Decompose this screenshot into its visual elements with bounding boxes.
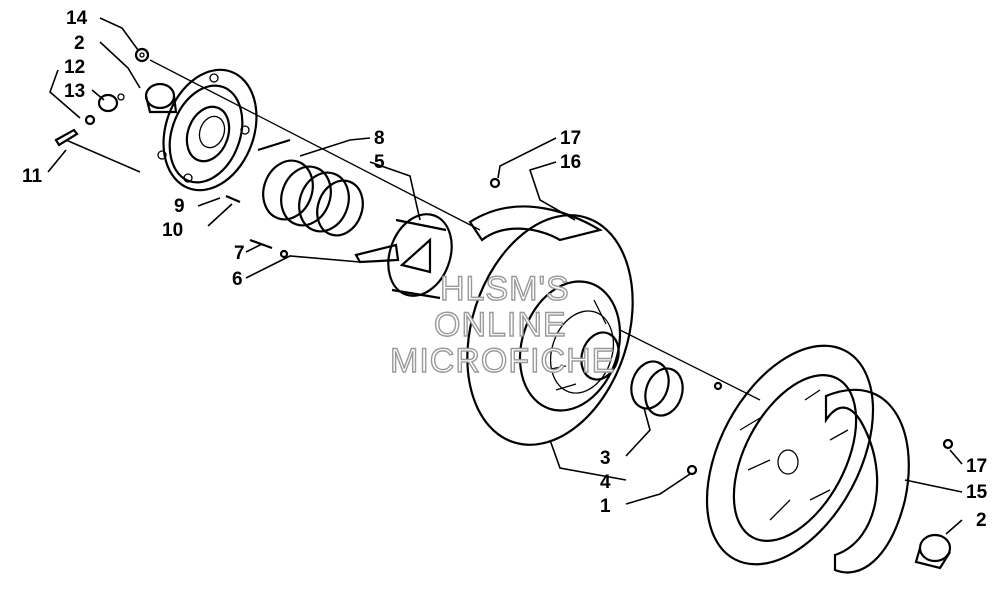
callout-14: 14 — [66, 8, 88, 29]
callout-10: 10 — [162, 220, 183, 241]
moveable-sheave — [466, 214, 634, 446]
part-12-13-roller — [84, 93, 125, 126]
part-14-nut — [134, 47, 150, 63]
fixed-sheave — [686, 344, 875, 566]
part-5-cam — [354, 213, 453, 300]
part-16-shield — [468, 177, 603, 242]
callout-6: 6 — [232, 269, 243, 290]
callout-17-top: 17 — [560, 128, 581, 149]
callout-12: 12 — [64, 57, 85, 78]
callout-2-top: 2 — [74, 33, 85, 54]
callout-5: 5 — [374, 152, 385, 173]
callout-7: 7 — [234, 243, 245, 264]
part-3-spring — [630, 360, 684, 417]
callout-1: 1 — [600, 496, 611, 517]
callout-2-bottom: 2 — [976, 510, 987, 531]
callout-15: 15 — [966, 482, 988, 503]
callout-labels: 14 2 12 13 11 9 10 8 5 7 6 17 16 3 4 1 1… — [22, 8, 988, 531]
part-15-shield — [824, 388, 954, 574]
callout-4: 4 — [600, 472, 611, 493]
watermark-line-2: ONLINE — [434, 306, 567, 344]
watermark: HLSM'S ONLINE MICROFICHE — [389, 269, 615, 380]
part-8-spring — [257, 138, 364, 237]
part-11-pin — [54, 128, 79, 147]
callout-9: 9 — [174, 196, 185, 217]
part-7-bolt — [249, 238, 289, 259]
callout-8: 8 — [374, 128, 385, 149]
part-2-bushing-bottom — [914, 533, 952, 570]
callout-17-bottom: 17 — [966, 456, 987, 477]
callout-13: 13 — [64, 81, 85, 102]
cover-plate — [157, 68, 258, 192]
leader-lines — [47, 17, 963, 535]
callout-3: 3 — [600, 448, 611, 469]
watermark-line-1: HLSM'S — [440, 270, 570, 308]
part-9-screw — [225, 194, 241, 204]
callout-16: 16 — [560, 152, 581, 173]
callout-11: 11 — [22, 166, 43, 187]
watermark-line-3: MICROFICHE — [390, 342, 615, 380]
part-2-bushing-top — [144, 82, 178, 114]
